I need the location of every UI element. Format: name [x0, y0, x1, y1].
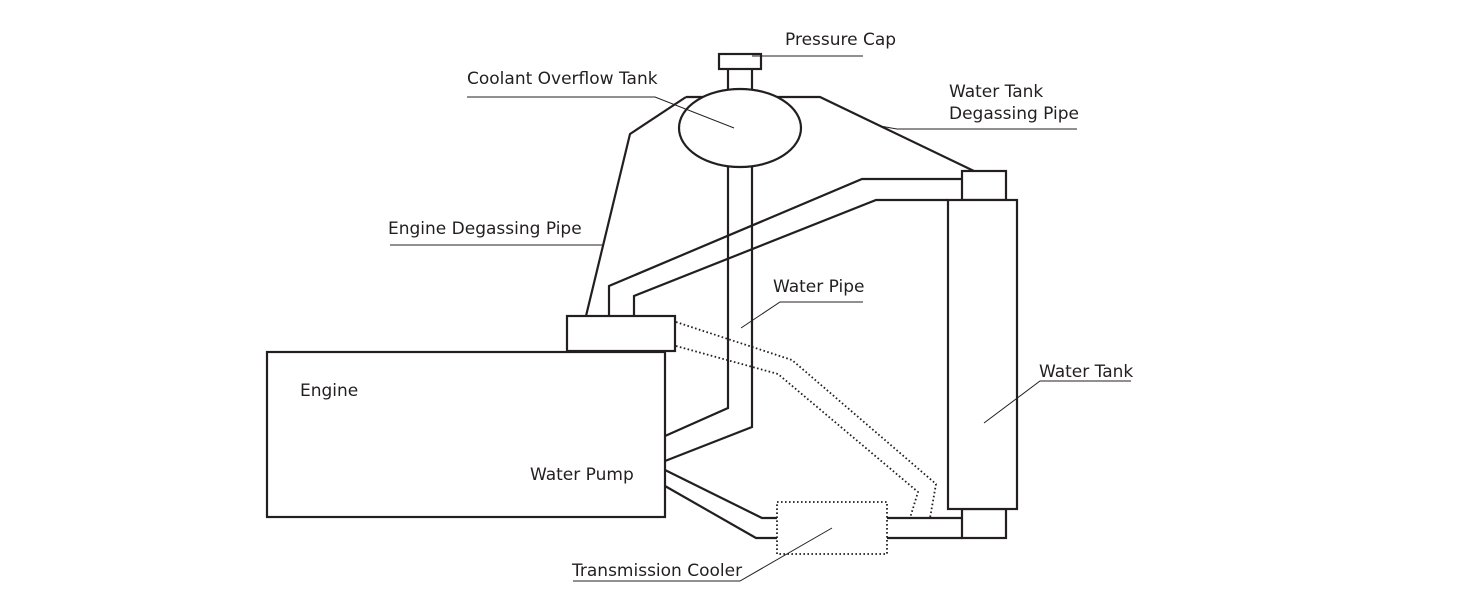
engine-outlet-housing	[565, 314, 677, 353]
transmission-line-inner	[675, 345, 920, 519]
water-pipe-label: Water Pipe	[773, 277, 865, 297]
water-tank	[946, 198, 1019, 511]
engine-block	[265, 350, 667, 519]
water-tank-degassing-pipe-label-line1: Water Tank	[949, 82, 1043, 102]
water-tank-bottom-header	[960, 507, 1008, 540]
coolant-overflow-tank	[677, 87, 803, 169]
transmission-line-outer	[675, 321, 937, 519]
water-pipe-right-wall	[664, 167, 754, 463]
transmission-cooler-leader	[573, 527, 833, 582]
engine-degassing-pipe-label: Engine Degassing Pipe	[388, 219, 582, 239]
water-pump-label: Water Pump	[530, 465, 634, 485]
water-tank-label: Water Tank	[1039, 362, 1133, 382]
water-tank-degassing-pipe	[779, 95, 977, 173]
water-tank-degassing-pipe-leader	[879, 125, 1077, 130]
water-tank-leader	[983, 380, 1131, 424]
pressure-cap-label: Pressure Cap	[785, 30, 896, 50]
transmission-cooler-label: Transmission Cooler	[571, 561, 742, 581]
upper-hose-outer-wall	[607, 177, 962, 316]
lower-hose-bottom-wall	[664, 485, 777, 540]
lower-hose-top-wall	[664, 469, 777, 520]
water-pipe-left-wall	[664, 167, 730, 438]
water-tank-top-header	[960, 169, 1008, 202]
water-tank-degassing-pipe-label-line2: Degassing Pipe	[949, 104, 1079, 124]
engine-degassing-pipe	[584, 96, 687, 317]
coolant-overflow-tank-leader	[467, 96, 735, 129]
water-pipe-leader	[740, 301, 863, 329]
engine-label: Engine	[300, 381, 358, 401]
pressure-cap	[717, 52, 763, 71]
upper-hose-inner-wall	[632, 198, 948, 316]
coolant-overflow-tank-label: Coolant Overflow Tank	[467, 69, 658, 89]
